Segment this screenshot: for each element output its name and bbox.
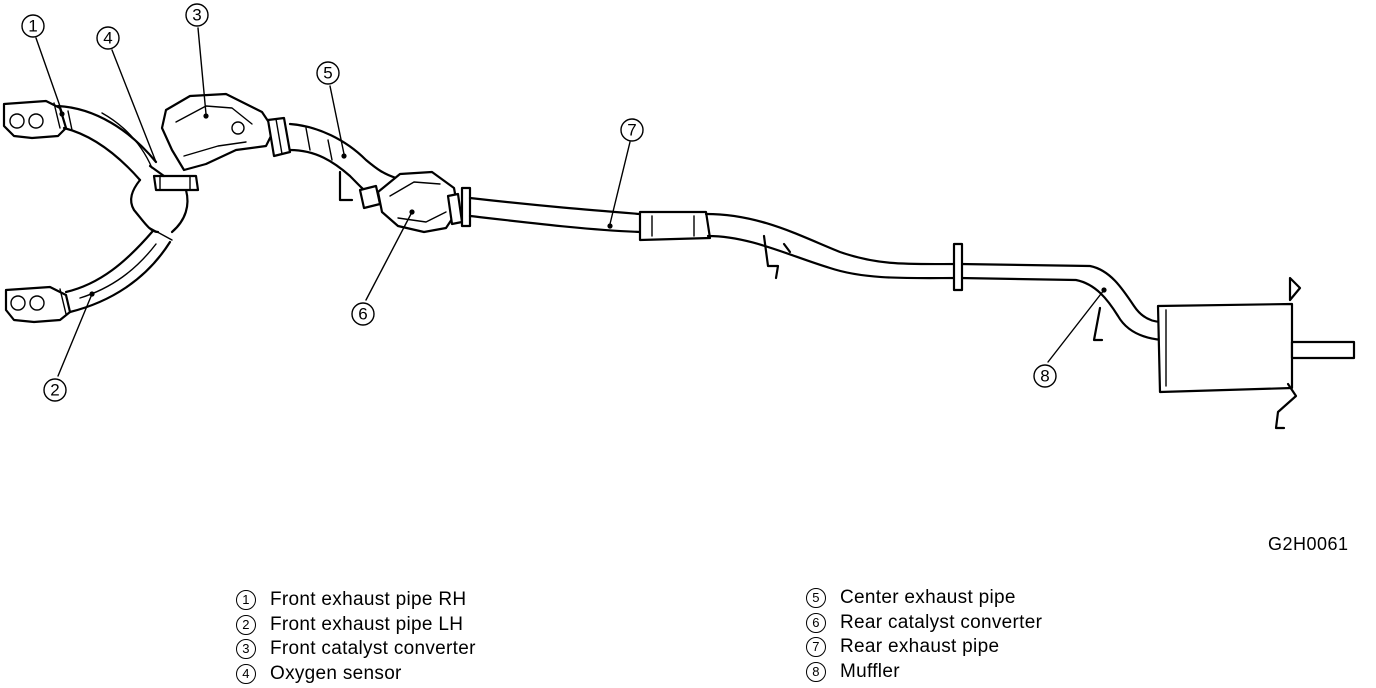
figure-code: G2H0061 [1268,534,1349,554]
callout-3: 3 [185,3,209,27]
legend-label: Rear exhaust pipe [840,636,1000,657]
callout-6: 6 [351,302,375,326]
callout-3-label: 3 [192,6,201,25]
legend-number: 5 [806,588,826,608]
front-exhaust-pipe-lh [4,227,173,324]
callout-8-label: 8 [1040,367,1049,386]
muffler [1156,276,1356,430]
legend-label: Center exhaust pipe [840,587,1016,608]
callout-5: 5 [316,61,340,85]
legend-item: 8 Muffler [806,660,1042,685]
legend-number: 7 [806,637,826,657]
legend-item: 1 Front exhaust pipe RH [236,588,476,613]
legend-label: Oxygen sensor [270,662,402,684]
legend-item: 2 Front exhaust pipe LH [236,613,476,638]
legend-number: 4 [236,663,256,684]
exhaust-system-diagram: 1 2 3 4 5 6 7 8 [2,3,1356,430]
callout-7-label: 7 [627,121,636,140]
exhaust-system-drawing [2,27,1356,430]
legend-number: 6 [806,612,826,633]
rear-exhaust-pipe [468,196,1164,342]
legend-number: 8 [806,661,826,682]
front-exhaust-pipe-rh [2,99,158,182]
callouts: 1 2 3 4 5 6 7 8 [21,3,1057,402]
callout-1: 1 [21,14,45,38]
legend-item: 4 Oxygen sensor [236,662,476,687]
legend-item: 7 Rear exhaust pipe [806,635,1042,660]
legend-label: Front exhaust pipe RH [270,589,467,610]
rear-catalyst-converter [376,170,472,234]
callout-2: 2 [43,378,67,402]
legend-left: 1 Front exhaust pipe RH 2 Front exhaust pi… [236,588,476,686]
callout-1-label: 1 [28,17,37,36]
legend-label: Muffler [840,660,900,682]
callout-2-label: 2 [50,381,59,400]
legend-label: Rear catalyst converter [840,611,1043,633]
legend-number: 2 [236,614,256,635]
callout-6-label: 6 [358,305,367,324]
callout-5-label: 5 [323,64,332,83]
legend-label: Front exhaust pipe LH [270,613,464,635]
y-joint [130,178,160,234]
callout-8: 8 [1033,364,1057,388]
legend-number: 3 [236,639,256,659]
callout-7: 7 [620,118,644,142]
callout-4: 4 [96,26,120,50]
legend-item: 5 Center exhaust pipe [806,586,1042,611]
legend-right: 5 Center exhaust pipe 6 Rear catalyst conv… [806,586,1042,684]
legend-label: Front catalyst converter [270,638,476,659]
legend-item: 3 Front catalyst converter [236,637,476,662]
callout-4-label: 4 [103,29,112,48]
legend-item: 6 Rear catalyst converter [806,611,1042,636]
leader-dots [59,111,1107,297]
legend-number: 1 [236,590,256,610]
leader-lines [35,27,1105,377]
front-catalyst-converter [160,92,292,172]
oxygen-sensor [148,164,200,192]
